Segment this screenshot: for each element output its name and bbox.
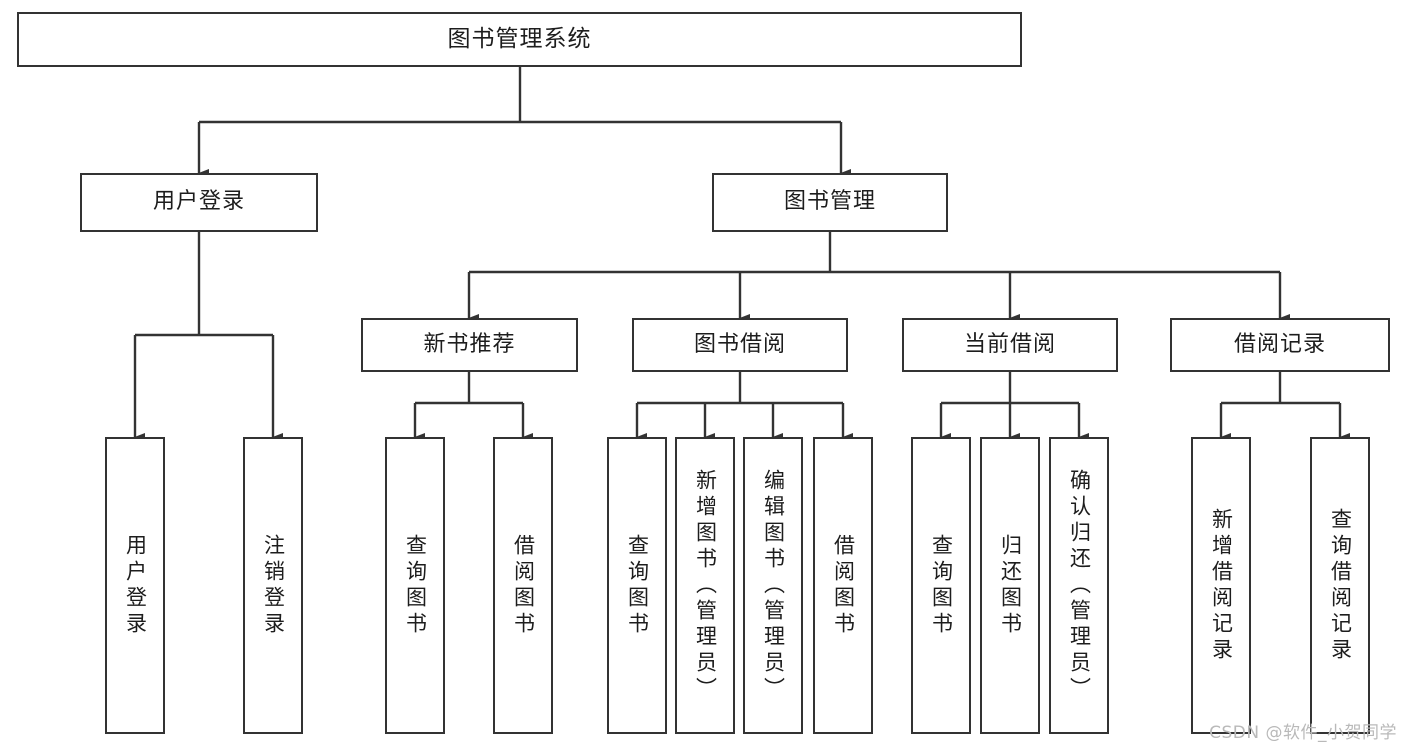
node-label: 借阅记录: [1233, 331, 1326, 357]
node-label: 新增借阅记录: [1209, 507, 1234, 664]
leaf-record-add-record[interactable]: 新增借阅记录: [1191, 437, 1251, 734]
node-label: 归还图书: [998, 533, 1023, 638]
leaf-record-query-record[interactable]: 查询借阅记录: [1310, 437, 1370, 734]
node-borrow-record[interactable]: 借阅记录: [1170, 318, 1390, 372]
node-new-book-recommend[interactable]: 新书推荐: [361, 318, 578, 372]
leaf-newbook-borrow-book[interactable]: 借阅图书: [493, 437, 553, 734]
node-current-borrow[interactable]: 当前借阅: [902, 318, 1118, 372]
node-user-login[interactable]: 用户登录: [80, 173, 318, 232]
leaf-current-query-book[interactable]: 查询图书: [911, 437, 971, 734]
node-label: 确认归还（管理员）: [1067, 468, 1092, 703]
node-label: 查询图书: [403, 533, 428, 638]
node-label: 新增图书（管理员）: [693, 468, 718, 703]
leaf-current-return-book[interactable]: 归还图书: [980, 437, 1040, 734]
node-label: 图书管理系统: [447, 25, 592, 52]
node-label: 注销登录: [261, 533, 286, 638]
node-label: 借阅图书: [831, 533, 856, 638]
node-label: 查询图书: [625, 533, 650, 638]
node-label: 查询图书: [929, 533, 954, 638]
node-label: 新书推荐: [423, 331, 516, 357]
leaf-borrow-edit-book-admin[interactable]: 编辑图书（管理员）: [743, 437, 803, 734]
node-label: 借阅图书: [511, 533, 536, 638]
node-label: 用户登录: [123, 533, 148, 638]
leaf-borrow-borrow-book[interactable]: 借阅图书: [813, 437, 873, 734]
leaf-logout[interactable]: 注销登录: [243, 437, 303, 734]
leaf-newbook-query-book[interactable]: 查询图书: [385, 437, 445, 734]
node-book-borrow[interactable]: 图书借阅: [632, 318, 848, 372]
node-label: 图书管理: [783, 189, 876, 215]
node-label: 用户登录: [152, 189, 245, 215]
node-label: 图书借阅: [693, 331, 786, 357]
node-label: 查询借阅记录: [1328, 507, 1353, 664]
leaf-borrow-add-book-admin[interactable]: 新增图书（管理员）: [675, 437, 735, 734]
node-root-system[interactable]: 图书管理系统: [17, 12, 1022, 67]
watermark-credit: CSDN @软件_小贺同学: [1209, 723, 1397, 743]
node-book-management[interactable]: 图书管理: [712, 173, 948, 232]
leaf-borrow-query-book[interactable]: 查询图书: [607, 437, 667, 734]
node-label: 当前借阅: [963, 331, 1056, 357]
leaf-user-login[interactable]: 用户登录: [105, 437, 165, 734]
leaf-current-confirm-return-admin[interactable]: 确认归还（管理员）: [1049, 437, 1109, 734]
node-label: 编辑图书（管理员）: [761, 468, 786, 703]
